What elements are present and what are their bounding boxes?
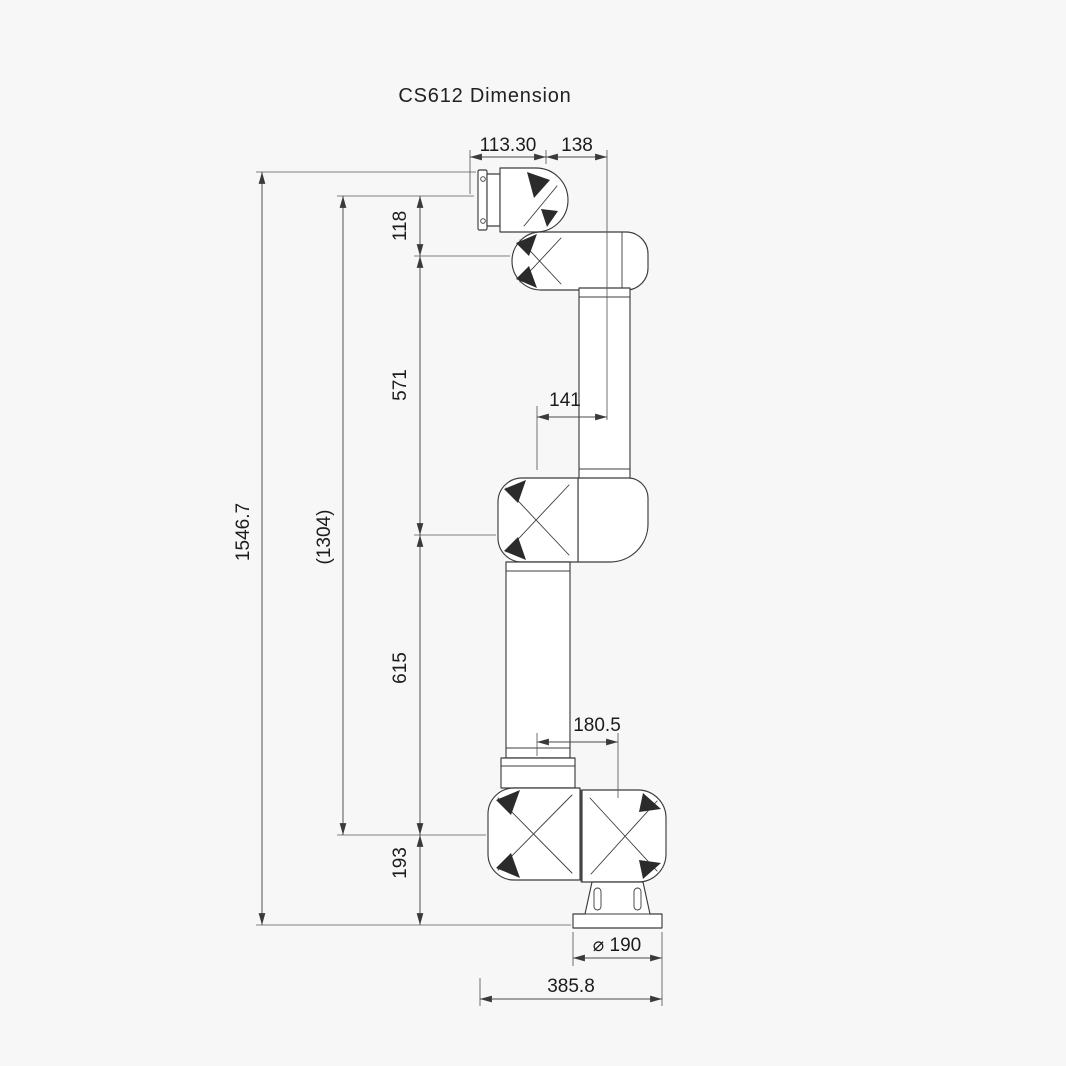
robot-upper-arm: [578, 287, 631, 481]
joint-cap-shading: [639, 793, 661, 812]
dim-113-30: 113.30: [470, 135, 546, 161]
dim-1304: (1304): [314, 196, 347, 835]
dim-571: 571: [390, 255, 424, 535]
joint-cap-shading: [504, 537, 526, 560]
dim-615: 615: [390, 535, 424, 835]
joint-cap-shading: [639, 860, 661, 879]
robot-elbow: [497, 477, 649, 563]
extension-lines: [256, 150, 663, 1006]
dim-138: 138: [546, 135, 607, 161]
dim-385-8-label: 385.8: [547, 976, 595, 997]
robot-wrist-j5: [511, 231, 649, 291]
dim-113-30-label: 113.30: [480, 135, 537, 156]
joint-cap-shading: [496, 853, 520, 878]
dim-138-label: 138: [561, 135, 593, 156]
robot-shoulder: [487, 787, 581, 881]
robot-wrist-j6: [477, 167, 569, 233]
dim-385-8: 385.8: [480, 976, 662, 1003]
dim-180-5-label: 180.5: [573, 715, 621, 736]
robot-drawing: [477, 167, 667, 929]
dim-180-5: 180.5: [537, 715, 621, 746]
dim-615-label: 615: [390, 652, 411, 684]
dim-193: 193: [390, 835, 424, 925]
joint-cap-shading: [516, 234, 537, 256]
robot-base: [572, 881, 663, 929]
drawing-title: CS612 Dimension: [398, 85, 571, 107]
dim-118-label: 118: [390, 211, 411, 241]
dim-1546-7-label: 1546.7: [233, 503, 254, 561]
joint-cap-shading: [527, 172, 550, 198]
dim-base-diameter: ⌀ 190: [573, 935, 662, 962]
dim-1304-label: (1304): [314, 510, 335, 565]
dim-141: 141: [537, 390, 607, 421]
dim-571-label: 571: [390, 369, 411, 401]
joint-cap-shading: [516, 266, 537, 288]
joint-cap-shading: [504, 480, 526, 503]
dim-base-diameter-label: ⌀ 190: [593, 935, 641, 956]
joint-cap-shading: [496, 790, 520, 815]
dim-141-label: 141: [549, 390, 581, 411]
dim-1546-7: 1546.7: [233, 172, 266, 925]
robot-base-joint: [580, 789, 667, 883]
dim-118: 118: [390, 196, 424, 256]
dimension-annotations: 113.30 138 118 571 615 193 1546.7: [233, 135, 663, 1006]
robot-forearm: [500, 561, 576, 789]
dim-193-label: 193: [390, 847, 411, 879]
joint-cap-shading: [541, 209, 558, 227]
